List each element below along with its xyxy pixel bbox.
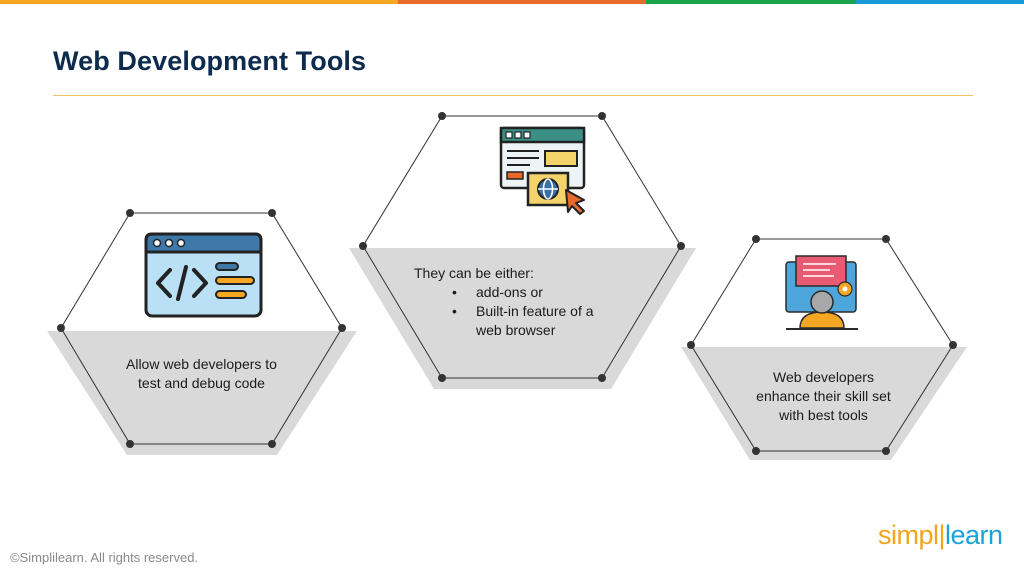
card-2-bullet-list: • add-ons or • Built-in feature of a web b… bbox=[414, 283, 654, 340]
browser-click-icon bbox=[499, 126, 586, 215]
code-window-icon bbox=[144, 232, 263, 318]
bullet-text: Built-in feature of a bbox=[476, 303, 594, 319]
hexagon-card-1 bbox=[47, 209, 357, 455]
hexagon-shade bbox=[47, 331, 357, 455]
card-3-text: Web developers enhance their skill set w… bbox=[735, 368, 912, 425]
card-3-line: enhance their skill set bbox=[756, 388, 891, 404]
simplilearn-logo: simpl|learn bbox=[878, 520, 1003, 551]
card-2-text: They can be either: • add-ons or • Built-i… bbox=[414, 264, 654, 340]
card-3-line: with best tools bbox=[779, 407, 868, 423]
bullet-icon: • bbox=[452, 284, 457, 300]
hexagon-card-3 bbox=[681, 235, 967, 460]
accent-segment bbox=[398, 0, 646, 4]
hexagon-shade bbox=[681, 347, 967, 460]
copyright-text: ©Simplilearn. All rights reserved. bbox=[10, 550, 199, 565]
title-divider bbox=[53, 95, 973, 96]
card-2-intro: They can be either: bbox=[414, 265, 534, 281]
developer-monitor-icon bbox=[785, 255, 858, 330]
hexagon-shade bbox=[349, 248, 696, 389]
list-item: • Built-in feature of a bbox=[414, 302, 654, 321]
bullet-text: web browser bbox=[476, 322, 556, 338]
bullet-text: add-ons or bbox=[476, 284, 543, 300]
page-title: Web Development Tools bbox=[53, 46, 367, 76]
card-1-line: Allow web developers to bbox=[126, 356, 277, 372]
accent-segment bbox=[856, 0, 1024, 4]
logo-part-1: simpl bbox=[878, 520, 939, 550]
card-1-line: test and debug code bbox=[138, 375, 265, 391]
card-3-line: Web developers bbox=[773, 369, 874, 385]
card-1-text: Allow web developers to test and debug c… bbox=[100, 355, 303, 393]
bullet-icon: • bbox=[452, 303, 457, 319]
list-item: • add-ons or bbox=[414, 283, 654, 302]
logo-part-2: learn bbox=[945, 520, 1003, 550]
list-item: web browser bbox=[414, 321, 654, 340]
accent-segment bbox=[0, 0, 398, 4]
accent-segment bbox=[646, 0, 856, 4]
top-accent-bar bbox=[0, 0, 1024, 4]
hexagon-card-2 bbox=[349, 112, 696, 389]
logo-separator-icon: | bbox=[938, 520, 946, 550]
